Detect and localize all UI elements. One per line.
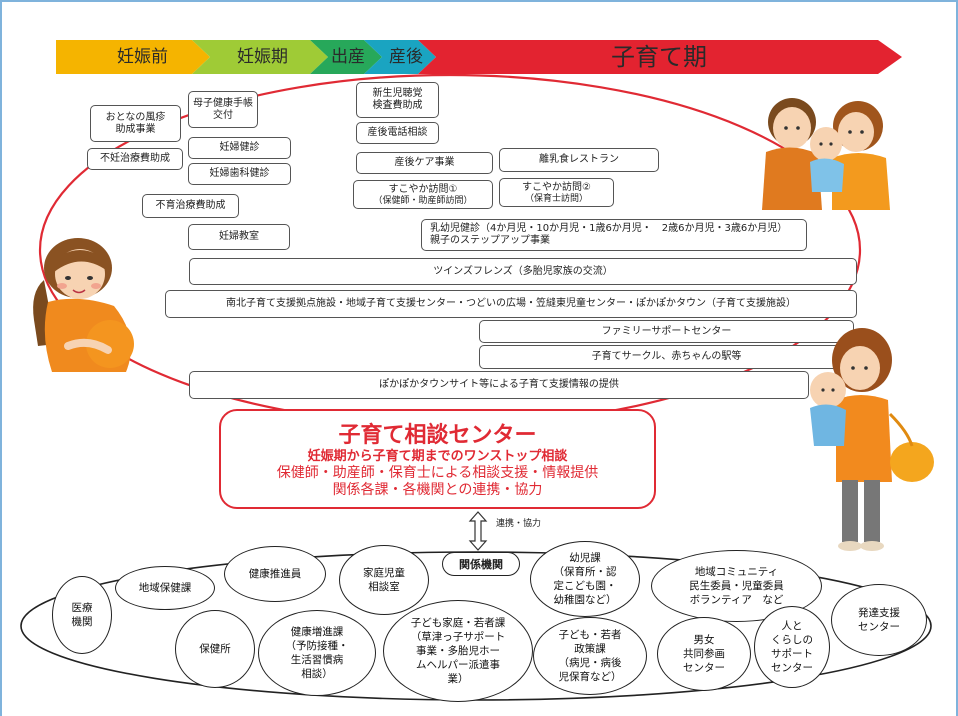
org-danjo-kyodo: 男女 共同参画 センター (657, 617, 751, 691)
service-pokapoka-info: ぽかぽかタウンサイト等による子育て支援情報の提供 (189, 371, 809, 399)
org-kenko-suishin: 健康推進員 (224, 546, 326, 602)
service-otona-fushin: おとなの風疹 助成事業 (90, 105, 181, 142)
org-yoji: 幼児課 （保育所・認 定こども園・ 幼稚園など） (530, 541, 640, 617)
org-danjo-kyodo-text: 男女 共同参画 センター (683, 634, 725, 674)
org-hattatsu-shien: 発達支援 センター (831, 584, 927, 656)
service-rinyushoku: 離乳食レストラン (499, 148, 659, 172)
phase-arrow-ninshin-ki (192, 40, 328, 74)
link-double-arrow (468, 511, 488, 551)
service-otona-fushin-text: おとなの風疹 助成事業 (105, 111, 166, 135)
service-ninpu-kyoshitsu: 妊婦教室 (188, 224, 290, 250)
service-shinseiji-choukaku-text: 新生児聴覚 検査費助成 (372, 88, 423, 111)
center-line-1: 保健師・助産師・保育士による相談支援・情報提供 (276, 465, 599, 481)
org-chiiki-community-text: 地域コミュニティ 民生委員・児童委員 ボランティア など (689, 566, 784, 606)
org-iryo-kikan: 医療 機関 (52, 576, 112, 654)
org-chiiki-hoken-text: 地域保健課 (138, 582, 192, 594)
kosodate-soudan-center: 子育て相談センター 妊娠期から子育て期までのワンストップ相談 保健師・助産師・保… (219, 409, 656, 509)
org-kenko-suishin-text: 健康推進員 (248, 568, 302, 580)
org-kodomo-seisaku-text: 子ども・若者 政策課 （病児・病後 児保育など） (558, 629, 622, 683)
phase-label-ninshin-ki: 妊娠期 (237, 47, 288, 67)
service-sango-denwa: 産後電話相談 (356, 122, 439, 144)
link-label: 連携・協力 (496, 519, 542, 529)
service-kosodate-circle: 子育てサークル、赤ちゃんの駅等 (479, 345, 854, 369)
org-hito-kurashi: 人と くらしの サポート センター (754, 606, 830, 688)
mother-with-baby-illustration (810, 328, 934, 551)
org-hokenjo: 保健所 (175, 610, 255, 688)
center-subtitle: 妊娠期から子育て期までのワンストップ相談 (307, 449, 568, 464)
phase-arrow-bar (56, 40, 902, 74)
org-hokenjo-text: 保健所 (199, 643, 231, 655)
service-funin-chiryo: 不妊治療費助成 (87, 148, 183, 170)
phase-arrow-kosodate (418, 40, 902, 74)
service-sukoyaka-1-sub: （保健師・助産師訪問） (373, 195, 473, 206)
service-boshi-techo-text: 母子健康手帳 交付 (193, 97, 253, 121)
service-fuiku-chiryo: 不育治療費助成 (142, 194, 239, 218)
org-chiiki-hoken: 地域保健課 (115, 566, 215, 610)
service-ninpu-shika: 妊婦歯科健診 (188, 163, 291, 185)
org-kenko-zoshin: 健康増進課 （予防接種・ 生活習慣病 相談） (258, 610, 376, 696)
service-nyuyoji-kenshin: 乳幼児健診（4か月児・10か月児・1歳6か月児・ 2歳6か月児・3歳6か月児） … (421, 219, 807, 251)
org-chiiki-community: 地域コミュニティ 民生委員・児童委員 ボランティア など (651, 550, 822, 622)
pregnant-woman-illustration (33, 238, 134, 372)
org-katei-jido: 家庭児童 相談室 (339, 545, 429, 615)
service-sukoyaka-1: すこやか訪問① （保健師・助産師訪問） (353, 180, 493, 209)
org-hito-kurashi-text: 人と くらしの サポート センター (771, 620, 813, 674)
service-sango-care: 産後ケア事業 (356, 152, 493, 174)
related-orgs-label: 関係機関 (442, 552, 520, 576)
center-title: 子育て相談センター (338, 423, 537, 448)
service-nyuyoji-line2: 親子のステップアップ事業 (430, 235, 550, 246)
phase-label-ninshin-mae: 妊娠前 (117, 47, 168, 67)
phase-label-kosodate: 子育て期 (611, 43, 707, 71)
service-sukoyaka-2-title: すこやか訪問② (522, 181, 591, 193)
org-kenko-zoshin-text: 健康増進課 （予防接種・ 生活習慣病 相談） (285, 626, 349, 680)
org-kodomo-katei-text: 子ども家庭・若者課 （草津っ子サポート 事業・多胎児ホー ムヘルパー派遣事 業） (410, 617, 506, 685)
service-sukoyaka-1-title: すこやか訪問① (388, 183, 458, 195)
center-line-2: 関係各課・各機関との連携・協力 (332, 482, 543, 498)
phase-label-sango: 産後 (389, 47, 423, 67)
phase-arrow-sango (364, 40, 436, 74)
phase-arrow-shussan (310, 40, 382, 74)
org-hattatsu-shien-text: 発達支援 センター (858, 607, 900, 633)
org-kodomo-katei: 子ども家庭・若者課 （草津っ子サポート 事業・多胎児ホー ムヘルパー派遣事 業） (383, 600, 533, 702)
family-illustration (762, 98, 890, 210)
org-kodomo-seisaku: 子ども・若者 政策課 （病児・病後 児保育など） (533, 617, 647, 695)
service-support-facilities: 南北子育て支援拠点施設・地域子育て支援センター・つどいの広場・笠縫東児童センター… (165, 290, 857, 318)
org-yoji-text: 幼児課 （保育所・認 定こども園・ 幼稚園など） (553, 552, 617, 606)
service-twins-friends: ツインズフレンズ（多胎児家族の交流） (189, 258, 857, 285)
service-nyuyoji-line1: 乳幼児健診（4か月児・10か月児・1歳6か月児・ 2歳6か月児・3歳6か月児） (430, 223, 788, 234)
phase-arrow-ninshin-mae (56, 40, 210, 74)
org-katei-jido-text: 家庭児童 相談室 (363, 567, 405, 593)
org-iryo-kikan-text: 医療 機関 (71, 602, 93, 628)
service-sukoyaka-2: すこやか訪問② （保育士訪問） (499, 178, 614, 207)
service-shinseiji-choukaku: 新生児聴覚 検査費助成 (356, 82, 439, 118)
service-boshi-techo: 母子健康手帳 交付 (188, 91, 258, 128)
service-ninpu-kenshin: 妊婦健診 (188, 137, 291, 159)
service-family-support: ファミリーサポートセンター (479, 320, 854, 343)
service-sukoyaka-2-sub: （保育士訪問） (524, 193, 588, 204)
phase-label-shussan: 出産 (331, 47, 365, 67)
